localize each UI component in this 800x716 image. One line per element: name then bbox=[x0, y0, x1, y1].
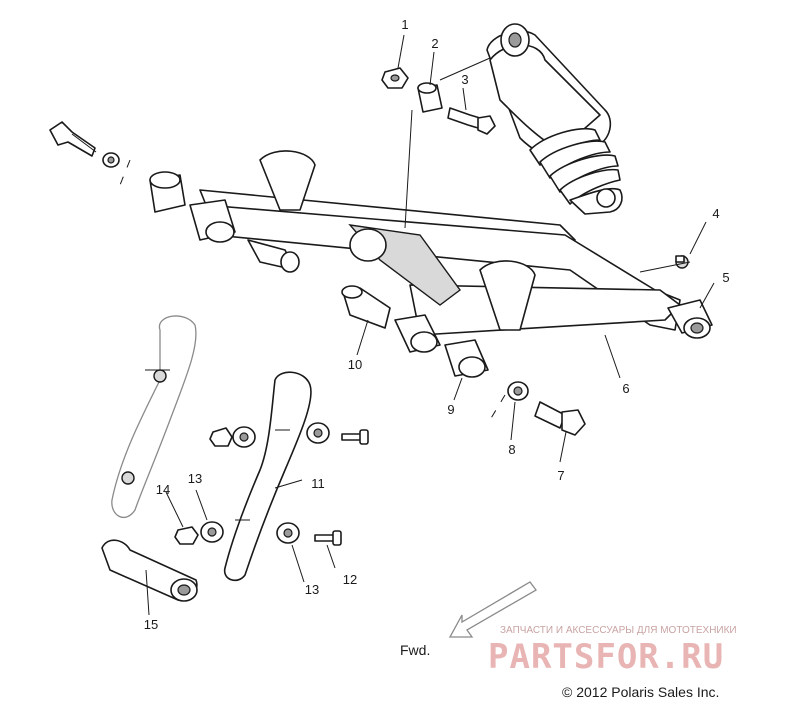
link-11 bbox=[223, 371, 312, 582]
callout-13-lower: 13 bbox=[305, 582, 319, 597]
callout-13-upper: 13 bbox=[188, 471, 202, 486]
leader-lines bbox=[145, 34, 715, 616]
bushing-left-lower bbox=[189, 199, 236, 243]
bolt-10 bbox=[341, 285, 391, 329]
watermark: ЗАПЧАСТИ И АКСЕССУАРЫ ДЛЯ МОТОТЕХНИКИ PA… bbox=[488, 625, 737, 677]
callout-labels: 1 2 3 4 5 6 7 8 9 10 11 12 13 13 14 15 bbox=[144, 17, 730, 632]
callout-3: 3 bbox=[461, 72, 468, 87]
grease-fitting-4 bbox=[675, 255, 689, 269]
bushing-9 bbox=[444, 339, 489, 378]
callout-6: 6 bbox=[622, 381, 629, 396]
washer-8 bbox=[507, 381, 529, 401]
callout-15: 15 bbox=[144, 617, 158, 632]
callout-5: 5 bbox=[722, 270, 729, 285]
bushing-left-small bbox=[247, 239, 300, 273]
bolt-3 bbox=[447, 107, 496, 135]
callout-10: 10 bbox=[348, 357, 362, 372]
bolt-link-upper bbox=[341, 429, 369, 445]
bolt-12 bbox=[314, 530, 342, 546]
washer-13b bbox=[276, 522, 300, 544]
callout-7: 7 bbox=[557, 468, 564, 483]
forward-arrow: Fwd. bbox=[400, 581, 537, 658]
watermark-tagline: ЗАПЧАСТИ И АКСЕССУАРЫ ДЛЯ МОТОТЕХНИКИ bbox=[500, 625, 737, 636]
callout-14: 14 bbox=[156, 482, 170, 497]
nut-left-link bbox=[209, 427, 233, 447]
swing-arm bbox=[199, 150, 681, 336]
watermark-brand: PARTSFOR.RU bbox=[488, 637, 724, 677]
sleeve-15 bbox=[101, 539, 198, 602]
copyright-notice: © 2012 Polaris Sales Inc. bbox=[562, 684, 719, 700]
bushing-left-upper bbox=[149, 171, 186, 213]
nut-14 bbox=[174, 526, 199, 545]
link-plate-ghost bbox=[111, 315, 197, 519]
bolt-upper-left bbox=[49, 121, 97, 157]
fwd-label: Fwd. bbox=[400, 642, 430, 658]
callout-8: 8 bbox=[508, 442, 515, 457]
washer-13a bbox=[200, 521, 224, 543]
callout-12: 12 bbox=[343, 572, 357, 587]
shock-absorber bbox=[486, 23, 623, 215]
callout-2: 2 bbox=[431, 36, 438, 51]
washer-link-upper-right bbox=[306, 422, 330, 444]
callout-4: 4 bbox=[712, 206, 719, 221]
callout-9: 9 bbox=[447, 402, 454, 417]
callout-11: 11 bbox=[311, 476, 325, 491]
washer-upper-left bbox=[102, 152, 120, 168]
nut-1 bbox=[381, 67, 409, 89]
pivot-tube-5 bbox=[667, 299, 713, 339]
bushing-mid bbox=[394, 314, 441, 353]
washer-link-upper-left bbox=[232, 426, 256, 448]
bushing-2 bbox=[417, 82, 443, 113]
bolt-7 bbox=[534, 401, 586, 436]
callout-1: 1 bbox=[401, 17, 408, 32]
shock-spring bbox=[529, 127, 621, 205]
